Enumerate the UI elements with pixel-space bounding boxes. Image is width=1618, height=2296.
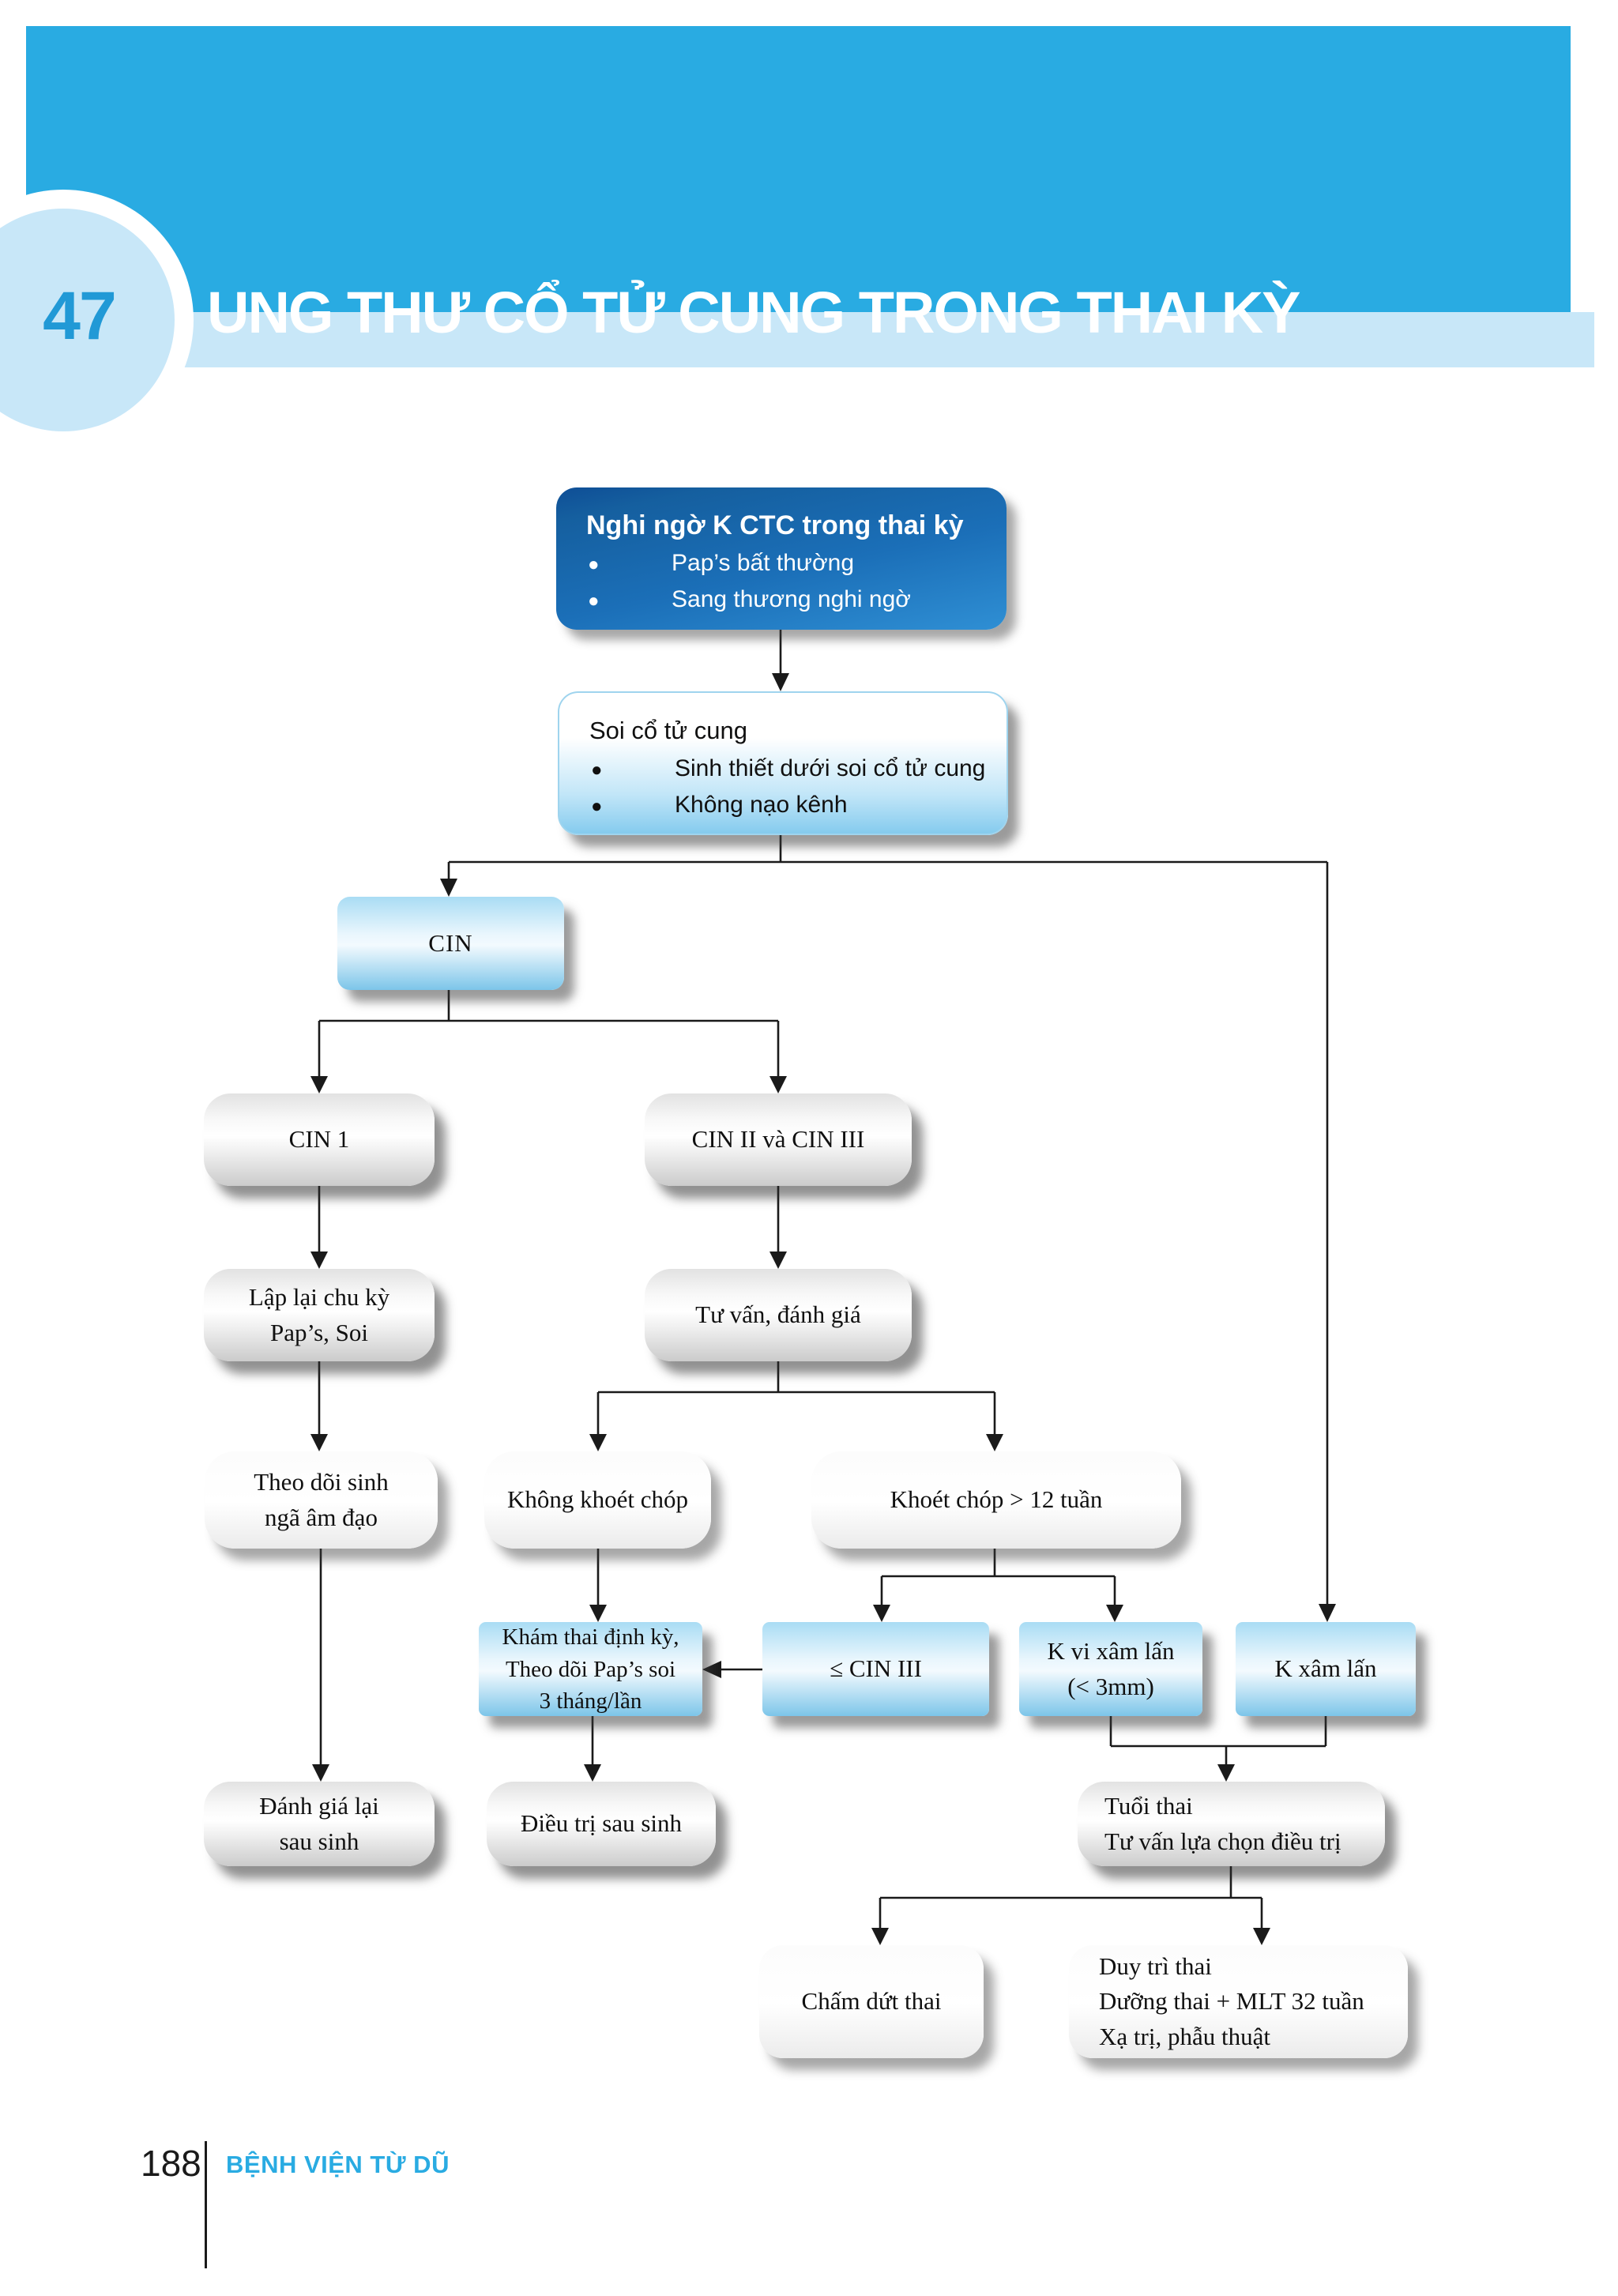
flow-node-tu-van-danh-gia: Tư vấn, đánh giá: [645, 1269, 912, 1361]
bullet-text: Pap’s bất thường: [672, 550, 855, 576]
bullet-text: Không nạo kênh: [675, 792, 848, 818]
flow-node-cham-dut-thai: Chấm dứt thai: [759, 1945, 984, 2058]
flow-node-theo-doi-sinh: Theo dõi sinh ngã âm đạo: [205, 1451, 438, 1549]
chapter-number: 47: [43, 278, 117, 354]
bullet-icon: ●: [588, 590, 600, 612]
node-title: Nghi ngờ K CTC trong thai kỳ: [586, 510, 964, 540]
flow-node-cin1: CIN 1: [204, 1093, 435, 1186]
footer-divider: [205, 2141, 207, 2268]
node-bullet: ● Sinh thiết dưới soi cổ tử cung: [559, 751, 1007, 788]
bullet-icon: ●: [591, 759, 603, 781]
flow-node-kham-thai-dinh-ky: Khám thai định kỳ, Theo dõi Pap’s soi 3 …: [479, 1622, 702, 1716]
flow-node-le-cin3: ≤ CIN III: [762, 1622, 989, 1716]
bullet-text: Sinh thiết dưới soi cổ tử cung: [675, 755, 986, 781]
bullet-text: Sang thương nghi ngờ: [672, 586, 911, 612]
bullet-icon: ●: [588, 554, 600, 575]
node-bullet: ● Sang thương nghi ngờ: [556, 582, 1007, 619]
flow-node-cin2-cin3: CIN II và CIN III: [645, 1093, 912, 1186]
header-light-strip: [26, 312, 1594, 367]
chapter-circle: [0, 209, 175, 431]
footer-brand: BỆNH VIỆN TỪ DŨ: [226, 2151, 450, 2178]
header-band: [26, 26, 1571, 312]
node-bullet: ● Không nạo kênh: [559, 788, 1007, 824]
page-title: UNG THƯ CỔ TỬ CUNG TRONG THAI KỲ: [207, 280, 1301, 345]
flow-node-tuoi-thai: Tuổi thai Tư vấn lựa chọn điều trị: [1078, 1782, 1385, 1866]
flow-node-k-vi-xam-lan: K vi xâm lấn (< 3mm): [1019, 1622, 1202, 1716]
node-bullet: ● Pap’s bất thường: [556, 546, 1007, 582]
flow-node-duy-tri-thai: Duy trì thai Dưỡng thai + MLT 32 tuần Xạ…: [1069, 1945, 1408, 2058]
flow-node-dieu-tri-sau-sinh: Điều trị sau sinh: [487, 1782, 716, 1866]
bullet-icon: ●: [591, 796, 603, 817]
flow-node-k-xam-lan: K xâm lấn: [1236, 1622, 1416, 1716]
page-number: 188: [141, 2143, 201, 2184]
flow-node-danh-gia-lai: Đánh giá lại sau sinh: [204, 1782, 435, 1866]
flow-node-lap-lai-chu-ky: Lập lại chu kỳ Pap’s, Soi: [204, 1269, 435, 1361]
flow-node-cin: CIN: [337, 897, 564, 990]
flow-node-khoet-chop: Khoét chóp > 12 tuần: [811, 1451, 1181, 1549]
flow-node-nghi-ngo-k-ctc: Nghi ngờ K CTC trong thai kỳ ● Pap’s bất…: [556, 487, 1007, 630]
flow-node-khong-khoet-chop: Không khoét chóp: [484, 1451, 711, 1549]
flow-node-soi-co-tu-cung: Soi cổ tử cung ● Sinh thiết dưới soi cổ …: [558, 691, 1008, 835]
node-title: Soi cổ tử cung: [589, 717, 747, 744]
